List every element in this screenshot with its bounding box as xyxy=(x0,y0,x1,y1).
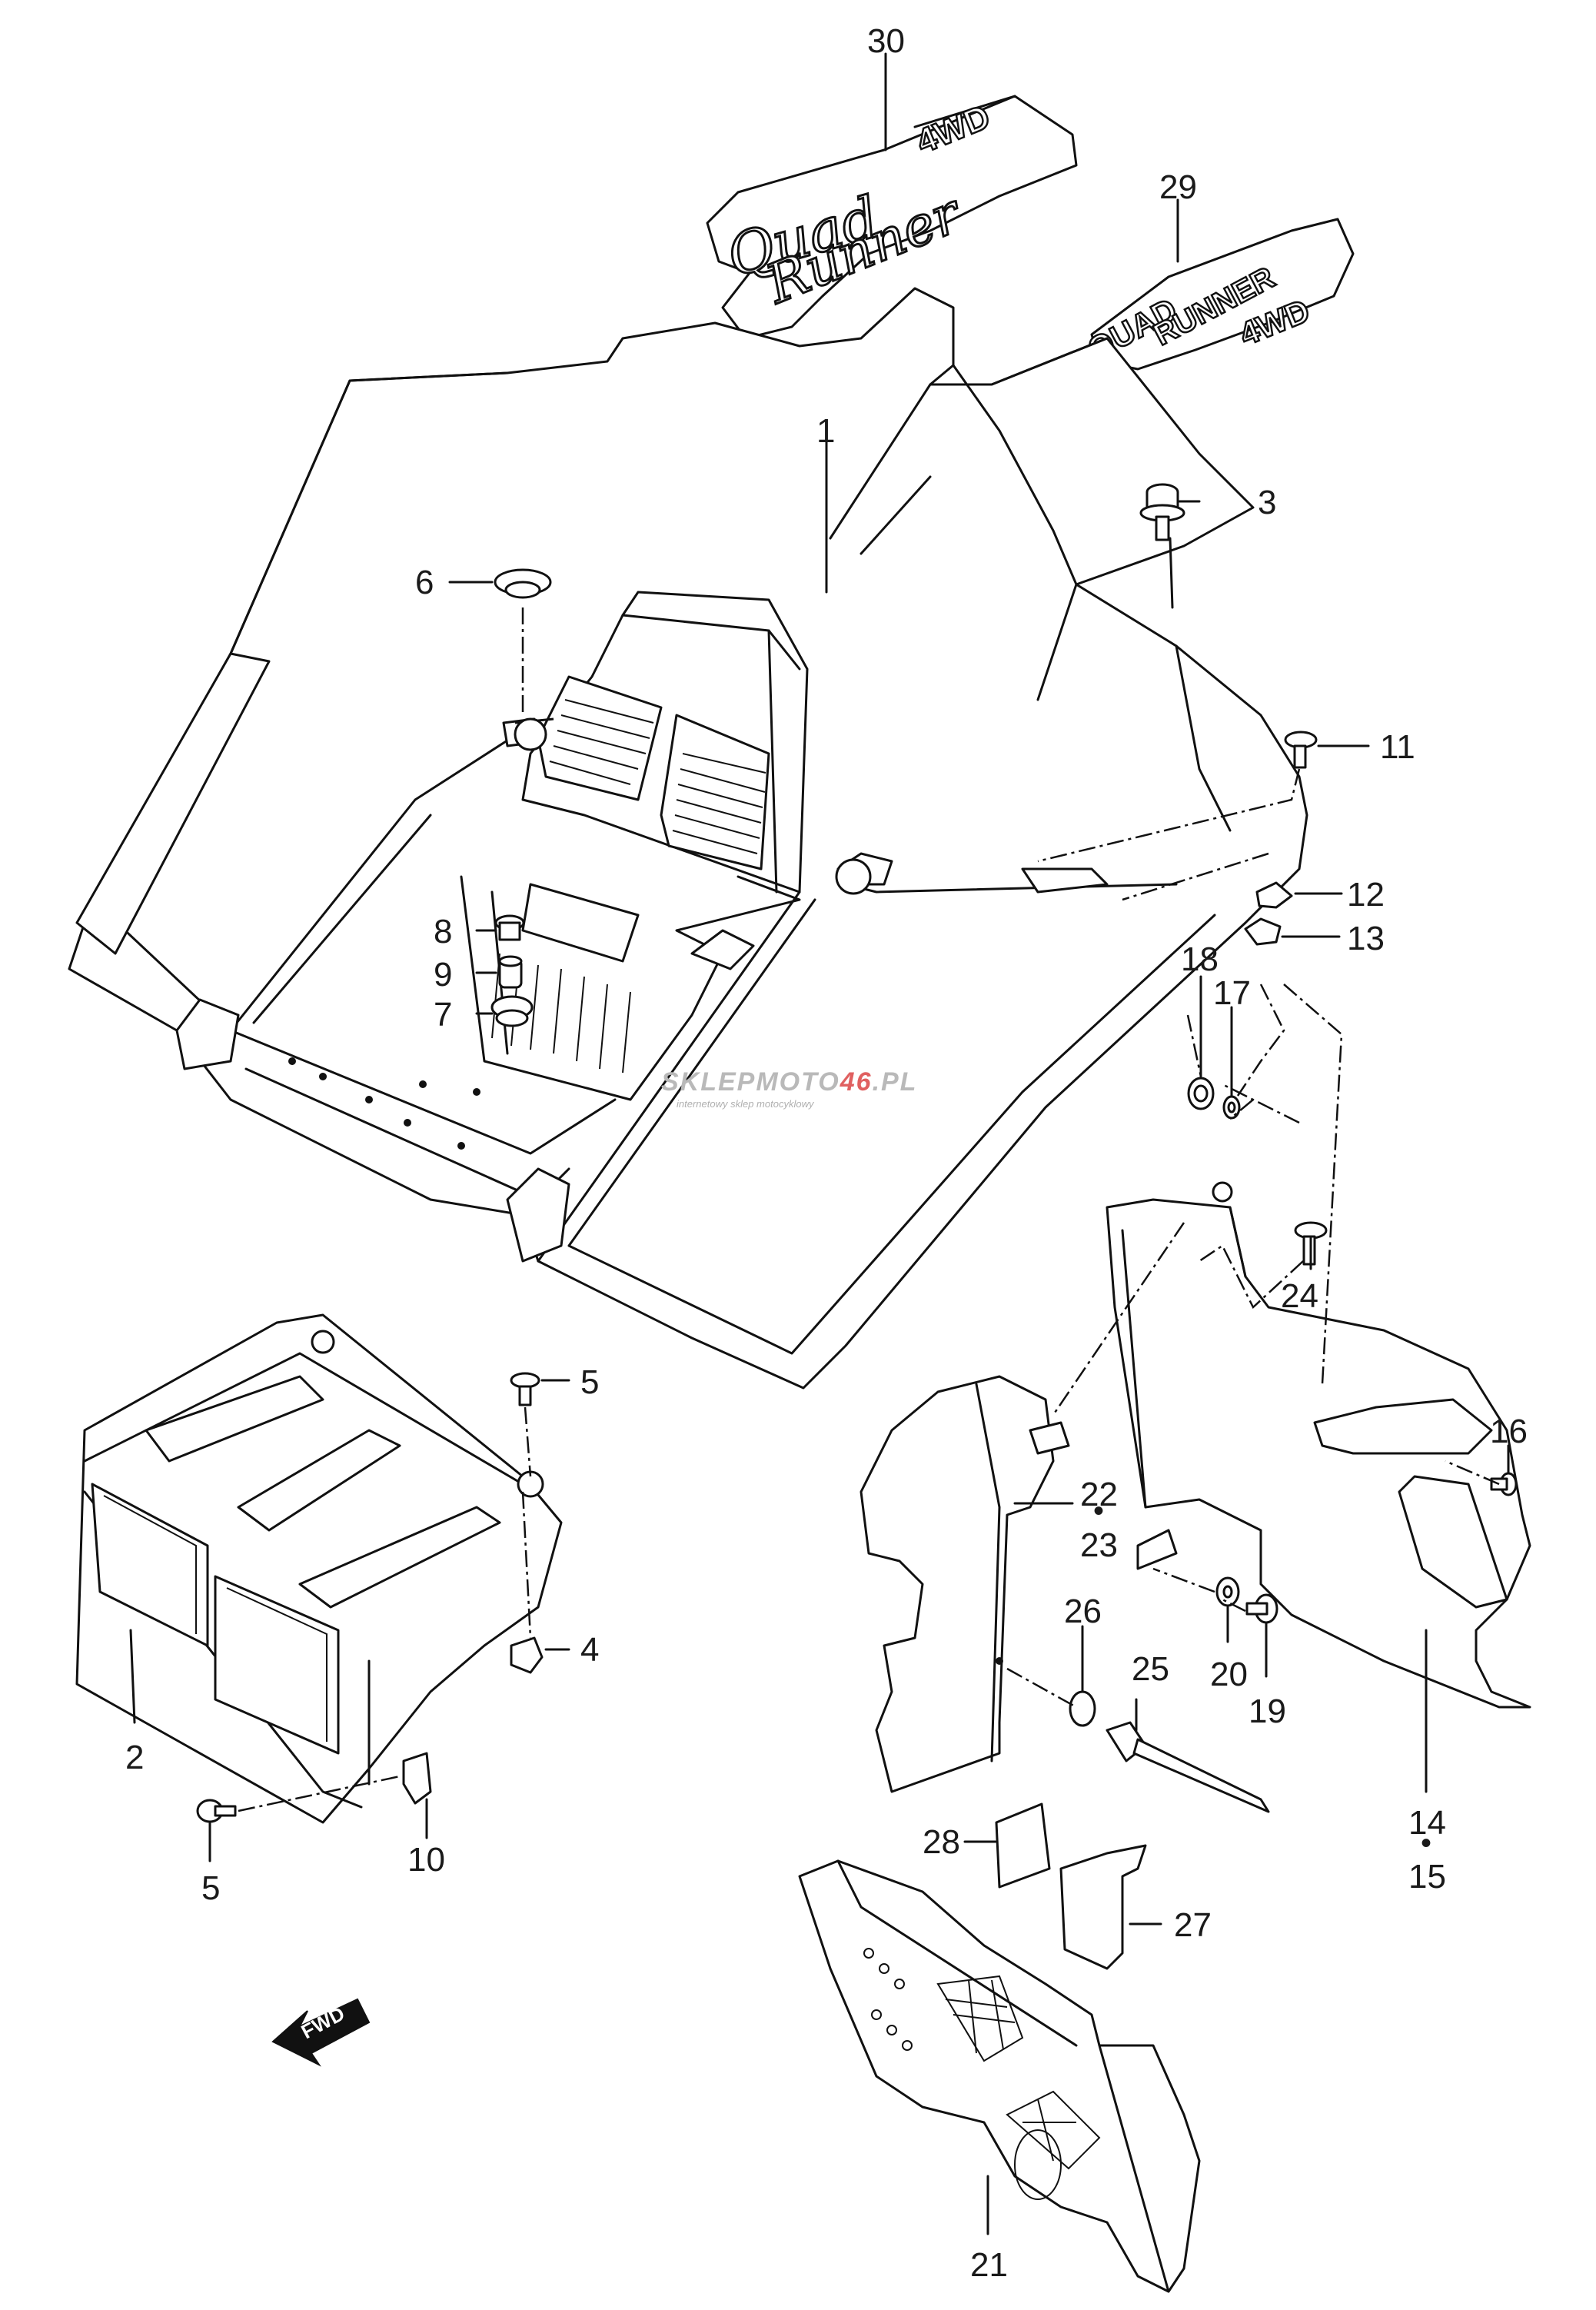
mud-flap-part-22-23 xyxy=(860,1375,1070,1793)
callout-2: 2 xyxy=(125,1739,144,1776)
callout-3: 3 xyxy=(1258,484,1276,521)
callout-12: 12 xyxy=(1347,876,1385,914)
callout-28: 28 xyxy=(923,1823,960,1861)
assembly-lines xyxy=(238,607,1500,1812)
callout-30: 30 xyxy=(867,22,905,60)
callout-14-15-dot: • xyxy=(1421,1826,1431,1860)
callout-24: 24 xyxy=(1281,1277,1318,1315)
callout-20: 20 xyxy=(1210,1656,1248,1693)
callout-18: 18 xyxy=(1181,940,1219,978)
screw-part-19 xyxy=(1245,1593,1278,1624)
washer-part-17 xyxy=(1222,1095,1241,1120)
callout-17: 17 xyxy=(1213,974,1251,1012)
washer-part-20 xyxy=(1215,1576,1240,1607)
callout-22-23-dot: • xyxy=(1093,1494,1104,1528)
callout-14: 14 xyxy=(1408,1804,1446,1842)
callout-26: 26 xyxy=(1064,1593,1102,1630)
callout-16: 16 xyxy=(1490,1413,1528,1450)
callout-8: 8 xyxy=(434,913,452,950)
side-panel-part-14-15 xyxy=(1106,1181,1531,1709)
screw-part-5-upper xyxy=(510,1372,540,1406)
callout-9: 9 xyxy=(434,956,452,994)
fender-vent-right xyxy=(660,714,770,870)
callout-27: 27 xyxy=(1174,1906,1212,1944)
nut-part-13 xyxy=(1244,917,1282,946)
watermark-brand: SKLEPMOTO46.PL xyxy=(661,1067,917,1097)
callout-labels: 30 29 1 3 6 11 12 13 8 9 7 18 17 24 5 16… xyxy=(125,22,1528,2284)
callout-1: 1 xyxy=(816,412,835,450)
clip-part-10 xyxy=(402,1752,432,1805)
callout-10: 10 xyxy=(407,1841,445,1879)
callout-5-upper: 5 xyxy=(580,1363,599,1401)
callout-23: 23 xyxy=(1080,1526,1118,1564)
pad-part-28 xyxy=(995,1802,1051,1889)
callout-13: 13 xyxy=(1347,920,1385,957)
callout-25: 25 xyxy=(1132,1650,1169,1688)
front-cover-part-2 xyxy=(75,1313,563,1824)
callout-11: 11 xyxy=(1380,728,1415,766)
callout-7: 7 xyxy=(434,996,452,1034)
callout-15: 15 xyxy=(1408,1858,1446,1896)
nut-part-12 xyxy=(1255,881,1293,909)
rivet-part-25 xyxy=(1106,1721,1270,1813)
watermark-tagline: internetowy sklep motocyklowy xyxy=(677,1098,815,1110)
floor-guard-part-21 xyxy=(798,1859,1201,2293)
callout-4: 4 xyxy=(580,1631,599,1669)
callout-22: 22 xyxy=(1080,1476,1118,1513)
callout-29: 29 xyxy=(1159,168,1197,206)
bolt-part-3 xyxy=(1139,483,1185,541)
rear-fender-part-1 xyxy=(68,287,1308,1390)
forward-direction-arrow: FWD xyxy=(271,1998,371,2067)
collar-part-9 xyxy=(498,955,523,989)
leader-lines xyxy=(129,52,1510,2235)
fender-vent-left xyxy=(537,675,663,801)
bolt-part-8 xyxy=(494,914,525,941)
clip-part-4 xyxy=(510,1636,544,1674)
emblem-29-quad-runner-decal: QUAD RUNNER 4WD xyxy=(1081,218,1355,371)
callout-21: 21 xyxy=(970,2246,1008,2284)
bracket-part-27 xyxy=(1059,1844,1147,1970)
nut-part-18 xyxy=(1187,1077,1215,1110)
grommet-part-6 xyxy=(494,568,552,599)
callout-5-lower: 5 xyxy=(201,1869,220,1907)
callout-6: 6 xyxy=(415,564,434,601)
watermark: SKLEPMOTO46.PL internetowy sklep motocyk… xyxy=(661,1067,917,1110)
screw-part-5-lower xyxy=(196,1799,237,1823)
screw-part-11 xyxy=(1284,731,1318,769)
grommet-part-7 xyxy=(490,995,534,1027)
emblem-30-quad-runner-decal: Quad Runner 4WD xyxy=(706,95,1078,340)
callout-19: 19 xyxy=(1249,1693,1286,1730)
washer-part-26 xyxy=(1069,1690,1096,1727)
